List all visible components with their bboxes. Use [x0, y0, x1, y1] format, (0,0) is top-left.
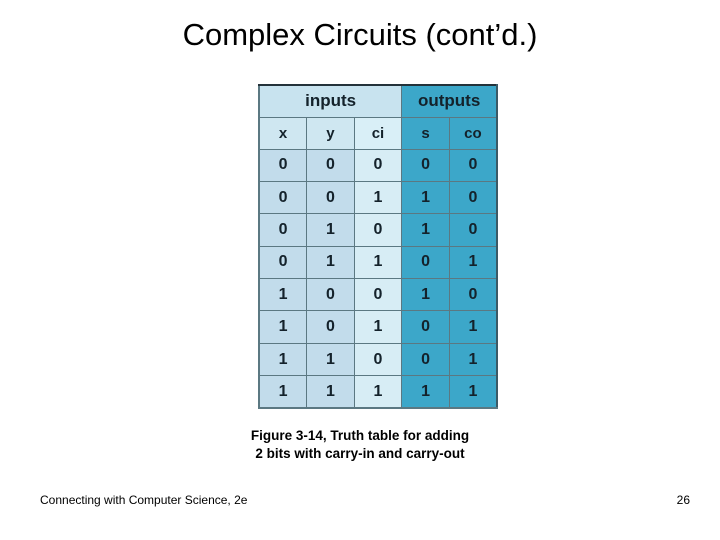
- page-title: Complex Circuits (cont’d.): [182, 17, 538, 52]
- cell-ci: 1: [353, 310, 403, 344]
- cell-s: 0: [401, 310, 450, 344]
- cell-ci: 1: [353, 375, 403, 410]
- cell-ci: 0: [353, 148, 403, 182]
- cell-co: 1: [448, 245, 498, 280]
- cell-co: 1: [448, 310, 498, 344]
- table-column-header-row: x y ci s co: [258, 116, 498, 150]
- group-header-outputs: outputs: [401, 84, 498, 118]
- figure-caption-line-1: Figure 3-14, Truth table for adding: [250, 428, 470, 443]
- cell-ci: 1: [353, 180, 403, 215]
- table-group-header-row: inputs outputs: [258, 84, 498, 118]
- cell-co: 0: [448, 278, 498, 312]
- cell-ci: 1: [353, 245, 403, 280]
- truth-table-head: inputs outputs x y ci s co: [258, 84, 498, 150]
- cell-s: 0: [401, 342, 450, 377]
- table-row: 0 1 0 1 0: [258, 213, 498, 247]
- table-row: 1 1 1 1 1: [258, 375, 498, 410]
- cell-co: 1: [448, 375, 498, 410]
- figure-caption-line-2: 2 bits with carry-in and carry-out: [255, 445, 465, 461]
- cell-x: 1: [258, 310, 308, 344]
- cell-y: 1: [306, 213, 355, 247]
- cell-co: 0: [448, 148, 498, 182]
- cell-x: 0: [258, 245, 308, 280]
- table-row: 0 0 0 0 0: [258, 148, 498, 182]
- column-header-x: x: [258, 116, 308, 150]
- cell-s: 1: [401, 278, 450, 312]
- cell-s: 0: [401, 148, 450, 182]
- cell-x: 0: [258, 180, 308, 215]
- cell-y: 1: [306, 245, 355, 280]
- cell-ci: 0: [353, 342, 403, 377]
- footer-source-text: Connecting with Computer Science, 2e: [40, 493, 248, 507]
- cell-y: 1: [306, 342, 355, 377]
- figure-caption: Figure 3-14, Truth table for adding 2 bi…: [0, 427, 720, 463]
- cell-ci: 0: [353, 213, 403, 247]
- column-header-s: s: [401, 116, 450, 150]
- table-row: 1 1 0 0 1: [258, 342, 498, 377]
- column-header-ci: ci: [353, 116, 403, 150]
- cell-x: 0: [258, 148, 308, 182]
- cell-x: 0: [258, 213, 308, 247]
- table-row: 0 0 1 1 0: [258, 180, 498, 215]
- cell-y: 0: [306, 148, 355, 182]
- table-row: 1 0 0 1 0: [258, 278, 498, 312]
- cell-s: 0: [401, 245, 450, 280]
- table-row: 1 0 1 0 1: [258, 310, 498, 344]
- cell-s: 1: [401, 375, 450, 410]
- cell-x: 1: [258, 342, 308, 377]
- cell-y: 0: [306, 278, 355, 312]
- column-header-co: co: [448, 116, 498, 150]
- cell-y: 0: [306, 180, 355, 215]
- cell-x: 1: [258, 375, 308, 410]
- footer-page-number: 26: [676, 493, 690, 507]
- truth-table: inputs outputs x y ci s co 0 0 0 0 0: [258, 84, 498, 410]
- truth-table-body: 0 0 0 0 0 0 0 1 1 0 0 1 0 1: [258, 148, 498, 410]
- table-row: 0 1 1 0 1: [258, 245, 498, 280]
- column-header-y: y: [306, 116, 355, 150]
- cell-co: 1: [448, 342, 498, 377]
- cell-co: 0: [448, 180, 498, 215]
- group-header-inputs: inputs: [258, 84, 403, 118]
- cell-ci: 0: [353, 278, 403, 312]
- cell-x: 1: [258, 278, 308, 312]
- cell-co: 0: [448, 213, 498, 247]
- truth-table-container: inputs outputs x y ci s co 0 0 0 0 0: [258, 84, 498, 410]
- cell-s: 1: [401, 180, 450, 215]
- cell-y: 0: [306, 310, 355, 344]
- cell-s: 1: [401, 213, 450, 247]
- cell-y: 1: [306, 375, 355, 410]
